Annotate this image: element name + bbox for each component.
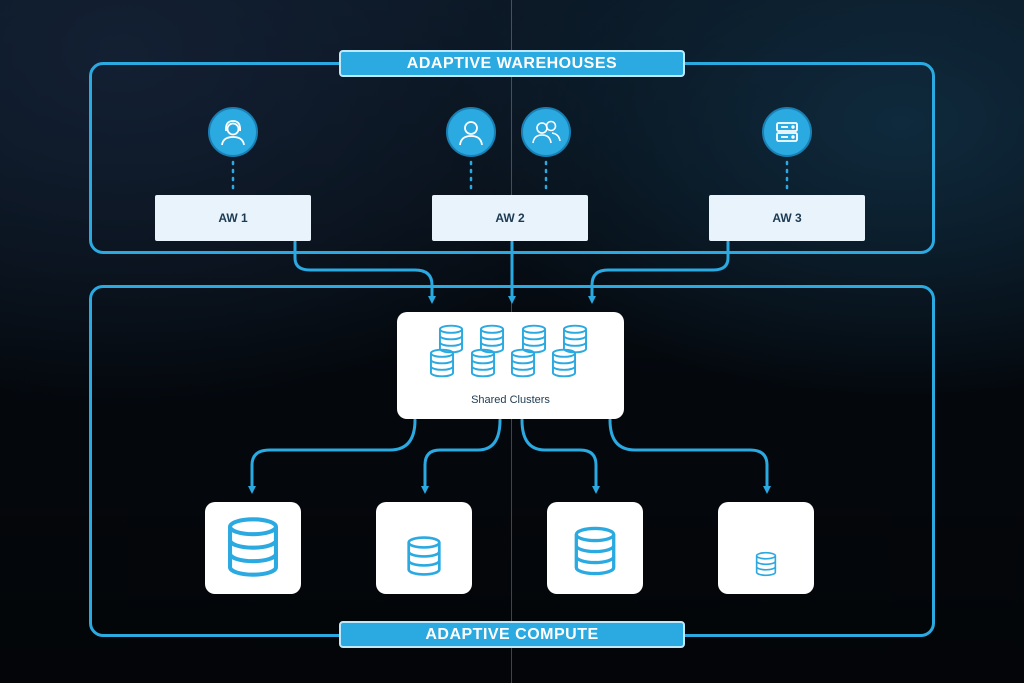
storage-node-2 [376, 502, 472, 594]
user-female-icon [208, 107, 258, 157]
server-icon [762, 107, 812, 157]
aw-1-box: AW 1 [155, 195, 311, 241]
adaptive-warehouses-title: ADAPTIVE WAREHOUSES [339, 50, 685, 77]
database-stack-icon [429, 324, 588, 378]
database-icon [755, 551, 777, 577]
storage-node-1 [205, 502, 301, 594]
aw-3-box: AW 3 [709, 195, 865, 241]
aw-2-box: AW 2 [432, 195, 588, 241]
adaptive-compute-title: ADAPTIVE COMPUTE [339, 621, 685, 648]
user-male-icon [446, 107, 496, 157]
storage-node-4 [718, 502, 814, 594]
user-group-icon [521, 107, 571, 157]
database-icon [574, 526, 616, 576]
shared-clusters-box: Shared Clusters [397, 312, 624, 419]
database-icon [407, 536, 441, 576]
storage-node-3 [547, 502, 643, 594]
shared-clusters-label: Shared Clusters [471, 394, 550, 406]
database-icon [205, 502, 301, 594]
